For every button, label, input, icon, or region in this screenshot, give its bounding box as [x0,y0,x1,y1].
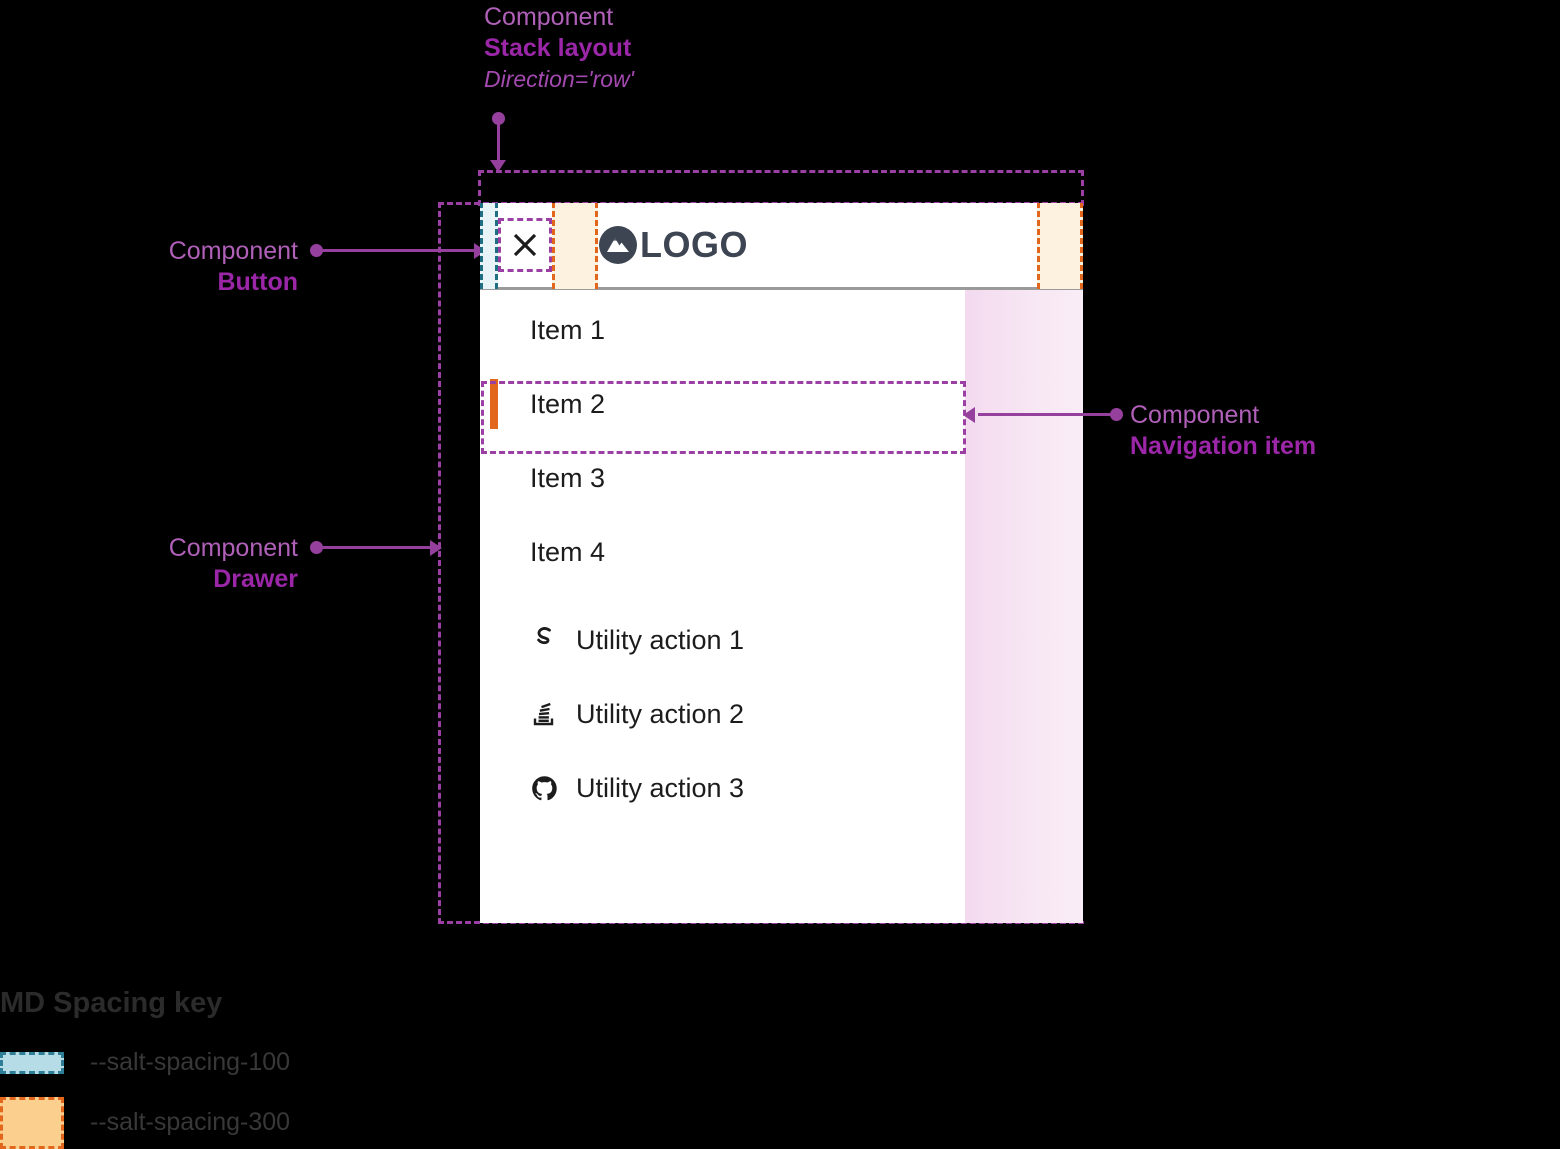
spacing-300-swatch [0,1096,64,1149]
nav-item-label: Item 1 [530,314,606,345]
nav-item-label: Item 4 [530,536,606,567]
annotation-button-name: Button [217,268,298,297]
spacing-300-block-gap [552,203,598,289]
spacing-key-label: --salt-spacing-100 [90,1048,291,1077]
navigation-list: Item 1 Item 2 Item 3 Item 4 [480,293,1083,589]
leader-line-drawer [318,546,434,549]
drawer-header: LOGO [480,203,1083,290]
stackoverflow-icon [530,700,558,728]
leader-dot-button [310,244,323,257]
leader-dot-navigation-item [1110,408,1123,421]
annotation-drawer-name: Drawer [213,565,298,594]
leader-arrow-stack-layout [490,160,506,172]
nav-item-label: Item 2 [530,388,606,419]
leader-dot-stack-layout [492,112,505,125]
nav-item-label: Item 3 [530,462,606,493]
leader-line-navigation-item [978,413,1112,416]
nav-item-4[interactable]: Item 4 [480,515,1083,589]
spacing-300-block-right [1037,203,1083,289]
mountain-logo-icon [598,225,638,265]
utility-action-label: Utility action 2 [576,698,745,729]
spacing-100-swatch [0,1051,64,1074]
annotation-navigation-item-kind: Component [1130,401,1260,429]
nav-item-1[interactable]: Item 1 [480,293,1083,367]
spacing-key-row-100: --salt-spacing-100 [0,1043,520,1083]
annotation-navigation-item-name: Navigation item [1130,432,1317,461]
utility-action-1[interactable]: Utility action 1 [480,603,1083,677]
spacing-key: MD Spacing key --salt-spacing-100 --salt… [0,985,520,1149]
spacing-key-row-300: --salt-spacing-300 [0,1096,520,1149]
annotation-drawer-kind: Component [168,534,298,562]
utility-action-label: Utility action 1 [576,624,745,655]
drawer-panel: LOGO Item 1 Item 2 Item 3 Item 4 [480,203,1083,923]
spacing-key-title: MD Spacing key [0,987,223,1019]
close-icon [510,230,540,260]
annotation-drawer: Component Drawer [166,533,298,596]
spacing-100-block-left [480,203,498,289]
annotation-stack-layout-kind: Component [484,3,614,31]
annotation-stack-layout-prop: Direction='row' [484,65,635,92]
active-indicator-bar [490,379,498,429]
leader-line-stack-layout [497,122,500,166]
leader-arrow-drawer [430,540,442,556]
leader-dot-drawer [310,541,323,554]
spacing-key-label: --salt-spacing-300 [90,1108,291,1137]
annotation-button-kind: Component [168,237,298,265]
github-icon [530,774,558,802]
utility-action-list: Utility action 1 Utility action 2 [480,603,1083,825]
stack-layout-outline [478,170,1084,206]
annotation-button: Component Button [168,236,298,299]
close-button[interactable] [498,218,552,272]
annotation-stack-layout-name: Stack layout [484,34,632,63]
utility-action-3[interactable]: Utility action 3 [480,751,1083,825]
leader-arrow-navigation-item [963,407,975,423]
utility-action-label: Utility action 3 [576,772,745,803]
nav-item-2[interactable]: Item 2 [480,367,1083,441]
storybook-icon [530,626,558,654]
utility-action-2[interactable]: Utility action 2 [480,677,1083,751]
annotation-stack-layout: Component Stack layout Direction='row' [484,2,634,94]
logo-text: LOGO [640,224,748,265]
logo: LOGO [598,225,748,265]
leader-line-button [318,249,478,252]
annotation-navigation-item: Component Navigation item [1130,400,1316,463]
nav-item-3[interactable]: Item 3 [480,441,1083,515]
